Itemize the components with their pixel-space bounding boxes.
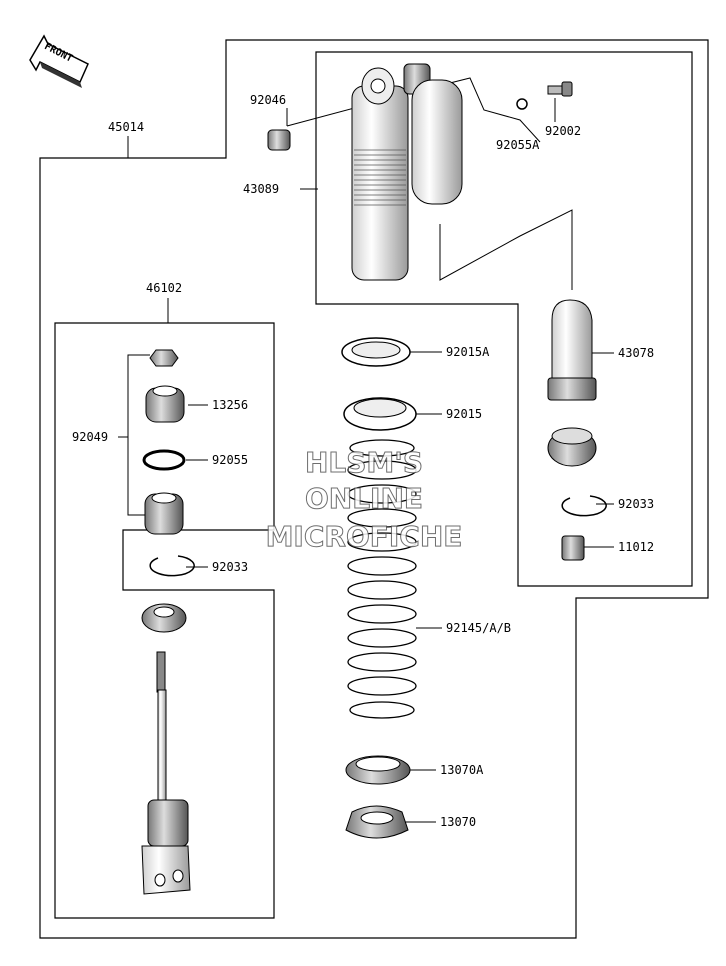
- nut-92049: [149, 349, 179, 367]
- label-13070A: 13070A: [440, 763, 484, 777]
- outline-43089: [315, 51, 693, 587]
- label-92145: 92145/A/B: [446, 621, 511, 635]
- outline-46102: [54, 322, 275, 919]
- oring-92055A: [516, 98, 528, 110]
- part-labels: 45014 92046 43089 92002 92055A 46102 920…: [72, 93, 654, 829]
- bladder-43078: [547, 299, 597, 401]
- oring-92055: [142, 449, 186, 471]
- bearing-11012: [561, 535, 585, 561]
- label-92046: 92046: [250, 93, 286, 107]
- shock-body: [351, 63, 463, 281]
- watermark-line2: ONLINE: [305, 482, 423, 515]
- label-13256: 13256: [212, 398, 248, 412]
- label-92055A: 92055A: [496, 138, 540, 152]
- label-13070: 13070: [440, 815, 476, 829]
- reservoir-cap: [547, 427, 597, 467]
- label-43089: 43089: [243, 182, 279, 196]
- front-arrow-icon: FRONT: [29, 34, 89, 88]
- label-43078: 43078: [618, 346, 654, 360]
- spring-guide-13070A: [345, 755, 411, 785]
- collar: [141, 603, 187, 633]
- label-92002: 92002: [545, 124, 581, 138]
- spring-guide-13070: [345, 805, 409, 839]
- watermark-line3: MICROFICHE: [266, 520, 463, 553]
- circlip-right: [561, 495, 607, 517]
- outline-45014: [39, 39, 709, 939]
- label-92033-right: 92033: [618, 497, 654, 511]
- label-92055: 92055: [212, 453, 248, 467]
- bump-stop-13256: [145, 385, 185, 423]
- rubber-mount: [144, 492, 184, 535]
- shock-rod: [141, 651, 191, 895]
- bushing-92046: [267, 129, 291, 151]
- watermark-line1: HLSM'S: [305, 446, 423, 479]
- bolt-92002: [547, 81, 573, 97]
- watermark: HLSM'S ONLINE MICROFICHE: [265, 446, 463, 554]
- label-92015: 92015: [446, 407, 482, 421]
- circlip-left: [149, 555, 195, 577]
- label-11012: 11012: [618, 540, 654, 554]
- label-92033-left: 92033: [212, 560, 248, 574]
- label-45014: 45014: [108, 120, 144, 134]
- label-46102: 46102: [146, 281, 182, 295]
- label-92049: 92049: [72, 430, 108, 444]
- label-92015A: 92015A: [446, 345, 490, 359]
- spring-92145: [347, 439, 417, 719]
- locknut-92015A: [341, 337, 411, 367]
- leader-lines: [118, 77, 614, 823]
- locknut-92015: [343, 397, 417, 431]
